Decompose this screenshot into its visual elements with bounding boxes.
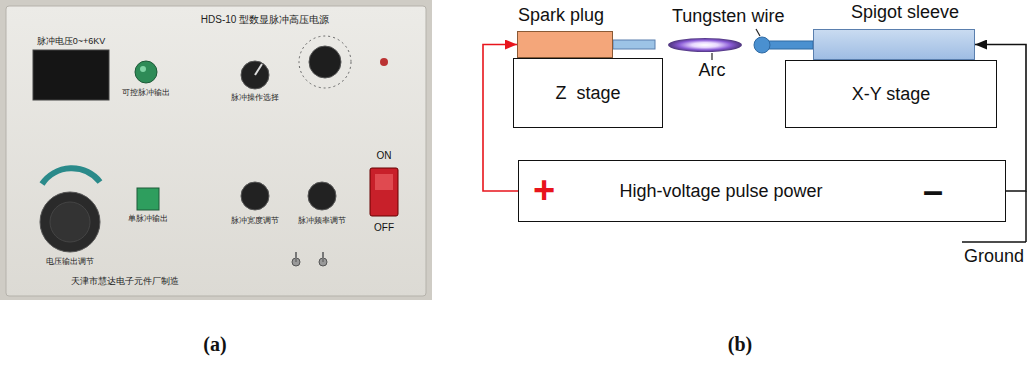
toggle-lever	[295, 252, 297, 262]
voltage-arc-mark	[42, 168, 100, 184]
subfigure-label: (b)	[728, 333, 752, 356]
knob-pointer	[255, 64, 262, 75]
tungsten-wire-rod	[769, 41, 813, 49]
green-button	[135, 61, 157, 83]
pulse-led	[380, 58, 388, 66]
leader-line	[711, 53, 712, 60]
voltage-knob	[40, 192, 100, 252]
stage-name: X-Y stage	[852, 84, 931, 105]
stage-name: Z stage	[555, 83, 620, 104]
frequency-dial	[309, 46, 341, 78]
subfigure-label: (a)	[203, 333, 226, 356]
power-switch	[370, 168, 398, 216]
panel-label: 可控脉冲输出	[122, 88, 170, 97]
part-name: Spigot sleeve	[851, 2, 959, 23]
button-highlight	[140, 66, 146, 72]
selector-knob	[241, 61, 269, 89]
square-button	[137, 188, 159, 210]
tungsten-wire-tip	[754, 37, 770, 53]
switch-rocker	[375, 174, 393, 190]
toggle-lever	[322, 252, 324, 262]
knob-cap	[50, 202, 90, 242]
ground-wire	[1025, 191, 1027, 242]
spark-plug-electrode	[613, 40, 655, 49]
dial-scale	[299, 36, 351, 88]
process-box-title: High-voltage pulse power	[619, 181, 822, 202]
spark-plug-box: Spark plug	[517, 31, 613, 58]
part-label: Arc	[699, 60, 726, 81]
maker-label: 天津市慧达电子元件厂制造	[71, 276, 179, 286]
photo-frame	[0, 0, 432, 300]
power-supply-box: + High-voltage pulse power –	[518, 160, 1006, 222]
part-label: Tungsten wire	[672, 6, 784, 27]
stage-box: Z stage	[513, 58, 663, 128]
power-supply-photo	[0, 0, 432, 300]
panel-title: HDS-10 型数显脉冲高压电源	[201, 14, 329, 26]
panel-label: 脉冲电压0~+6KV	[37, 36, 106, 46]
switch-label: ON	[377, 150, 392, 162]
switch-label: OFF	[374, 222, 394, 234]
panel-label: 脉冲宽度调节	[231, 216, 279, 225]
spigot-sleeve-box: Spigot sleeve	[813, 29, 975, 60]
panel-label: 单脉冲输出	[128, 214, 168, 223]
polarity-sign: +	[533, 169, 555, 213]
part-name: Spark plug	[518, 5, 604, 26]
stage-box: X-Y stage	[785, 60, 997, 128]
arc-glow	[668, 38, 742, 52]
leader-line	[756, 29, 760, 36]
front-panel	[6, 6, 426, 296]
panel-label: 脉冲频率调节	[298, 216, 346, 225]
panel-label: 电压输出调节	[46, 257, 94, 266]
polarity-sign: –	[923, 170, 943, 211]
digital-display	[33, 50, 109, 100]
ground-wire	[962, 241, 1026, 243]
width-knob	[241, 182, 269, 210]
frequency-knob	[308, 182, 336, 210]
ground-label: Ground	[964, 246, 1024, 267]
panel-label: 脉冲操作选择	[231, 93, 279, 102]
